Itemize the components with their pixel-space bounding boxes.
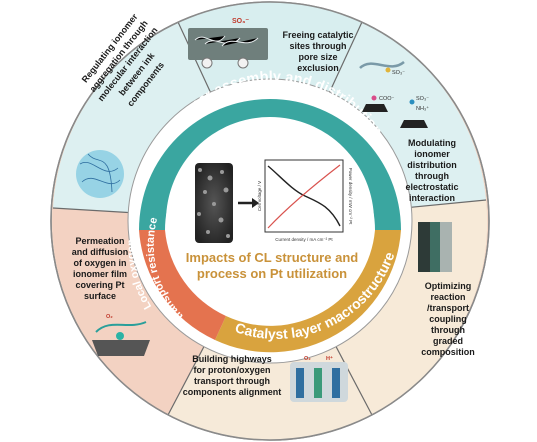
freeing-line-2: sites through <box>289 41 346 51</box>
modulating-line-5: electrostatic <box>405 182 458 192</box>
modulating-line-4: through <box>415 171 449 181</box>
so3-label-b: SO₃⁻ <box>416 96 429 102</box>
outer-ring-border <box>50 1 490 441</box>
permeation-line-6: surface <box>84 291 116 301</box>
optimizing-line-4: coupling <box>429 314 467 324</box>
optimizing-line-7: composition <box>421 347 475 357</box>
optimizing-line-6: graded <box>433 336 463 346</box>
plot-ylabel-right: Power density / mW cm⁻² Pt <box>348 168 353 225</box>
nh3-site-icon <box>409 99 415 105</box>
center-title-line2: process on Pt utilization <box>197 266 347 281</box>
center-content: Current density / mA cm⁻² Pt Cell voltag… <box>186 159 358 281</box>
permeation-line-4: ionomer film <box>73 269 127 279</box>
so3-site-icon <box>385 67 391 73</box>
polarization-plot: Current density / mA cm⁻² Pt Cell voltag… <box>257 159 353 242</box>
optimizing-line-2: reaction <box>430 292 465 302</box>
aggregate-cloud-icon <box>76 150 124 198</box>
aggregate-network <box>79 153 121 193</box>
ionomer-chains <box>194 35 259 47</box>
modulating-line-3: distribution <box>407 160 457 170</box>
optimizing-line-3: /transport <box>427 303 469 313</box>
aggregation-illustration <box>76 150 124 198</box>
coo-label: COO⁻ <box>379 96 395 102</box>
highways-line-2: for proton/oxygen <box>194 365 271 375</box>
so3-label-top: SO₃⁻ <box>232 18 249 25</box>
modulating-text: Modulating ionomer distribution through … <box>405 138 458 203</box>
h-plus-label: H⁺ <box>326 355 333 362</box>
graded-layer-light <box>440 222 452 272</box>
coo-site-icon <box>371 95 377 101</box>
permeation-text: Permeation and diffusion of oxygen in io… <box>72 236 129 301</box>
o2-label-b: O₂ <box>106 314 113 320</box>
graded-composition-illustration <box>418 222 452 272</box>
o2-label-a: O₂ <box>304 356 311 362</box>
optimizing-line-1: Optimizing <box>425 281 472 291</box>
porous-texture <box>197 168 230 238</box>
alignment-illustration: O₂ H⁺ <box>290 355 348 402</box>
plot-xlabel: Current density / mA cm⁻² Pt <box>275 237 333 242</box>
ionomer-band <box>139 99 401 230</box>
arrow-head-icon <box>252 198 259 208</box>
nh3-label: NH₃⁺ <box>416 105 429 112</box>
permeation-line-3: of oxygen in <box>73 258 126 268</box>
local-oxygen-band <box>139 230 226 340</box>
ionomer-film-icon <box>95 321 147 333</box>
optimizing-text: Optimizing reaction /transport coupling … <box>421 281 475 357</box>
optimizing-line-5: through <box>431 325 465 335</box>
highways-line-4: components alignment <box>183 387 282 397</box>
modulating-line-6: interaction <box>409 193 455 203</box>
modulating-line-2: ionomer <box>414 149 450 159</box>
pt-particle-icon <box>201 57 213 69</box>
freeing-line-3: pore size <box>298 52 337 62</box>
ionomer-chain-icon <box>359 60 405 70</box>
aligned-pillar <box>296 368 304 398</box>
permeation-line-2: and diffusion <box>72 247 129 257</box>
freeing-line-1: Freeing catalytic <box>282 30 353 40</box>
highways-text: Building highways for proton/oxygen tran… <box>183 354 282 397</box>
support-icon <box>92 340 150 356</box>
pore-exclusion-illustration: SO₃⁻ <box>188 18 268 69</box>
carbon-support-icon <box>400 120 428 128</box>
permeation-line-5: covering Pt <box>75 280 124 290</box>
carbon-support-icon <box>362 104 388 112</box>
pt-particle-icon <box>237 57 249 69</box>
center-title-line1: Impacts of CL structure and <box>186 250 358 265</box>
so3-label-a: SO₃⁻ <box>392 70 405 76</box>
catalyst-band <box>215 230 401 353</box>
pt-particle-icon <box>116 332 124 340</box>
voltage-curve <box>267 165 341 227</box>
highways-line-3: transport through <box>194 376 270 386</box>
permeation-line-1: Permeation <box>75 236 124 246</box>
power-curve <box>267 164 341 229</box>
freeing-line-4: exclusion <box>297 63 339 73</box>
highways-line-1: Building highways <box>192 354 272 364</box>
plot-ylabel-left: Cell voltage / V <box>257 181 262 211</box>
aligned-pillar <box>314 368 322 398</box>
graded-layer-dark <box>418 222 430 272</box>
aligned-pillar <box>332 368 340 398</box>
electrostatic-illustration: SO₃⁻ COO⁻ SO₃⁻ NH₃⁺ <box>359 60 429 128</box>
freeing-sites-text: Freeing catalytic sites through pore siz… <box>282 30 353 73</box>
modulating-line-1: Modulating <box>408 138 456 148</box>
oxygen-film-illustration: O₂ <box>92 314 150 356</box>
